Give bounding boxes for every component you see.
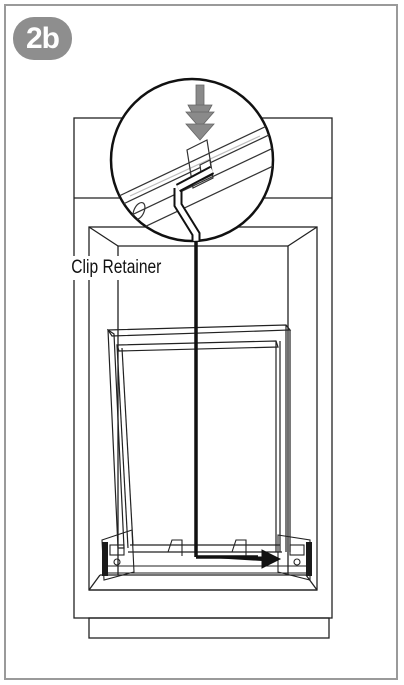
right-arrow-icon — [196, 549, 282, 569]
cabinet-toe-kick — [88, 617, 330, 639]
hamper-frame — [106, 324, 292, 553]
step-badge: 2b — [13, 17, 72, 60]
perspective-line-tl — [88, 226, 119, 247]
clip-retainer — [173, 166, 215, 241]
down-arrow-icon — [185, 84, 215, 141]
clip-retainer-label: Clip Retainer — [68, 256, 167, 280]
perspective-line-tr — [287, 226, 318, 247]
magnifier-detail — [109, 77, 275, 243]
leader-line — [194, 236, 258, 559]
slide-assembly — [101, 529, 311, 581]
slide-hardware — [102, 542, 312, 576]
